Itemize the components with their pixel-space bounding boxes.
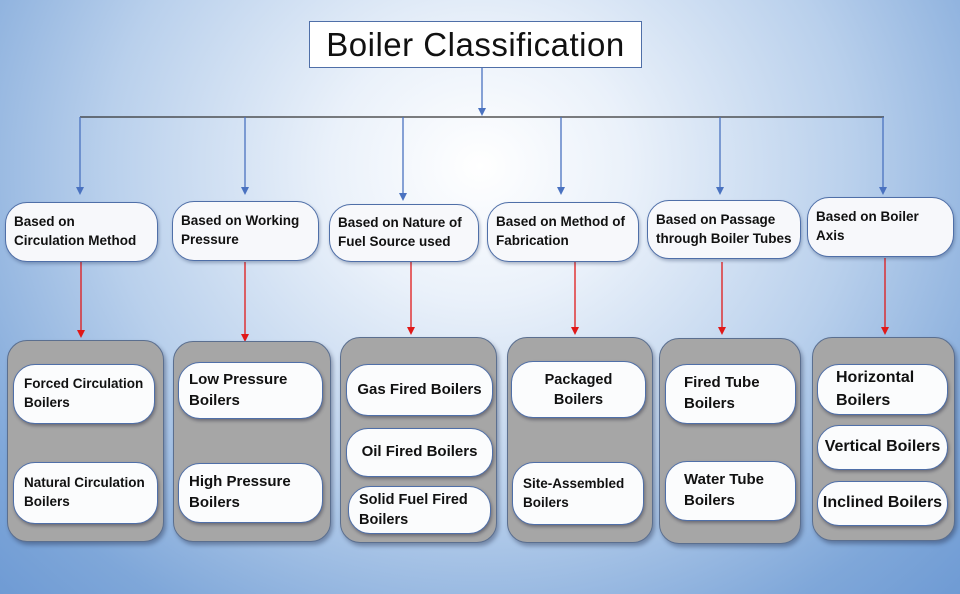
item-gas-fired-boilers: Gas Fired Boilers [346,364,493,416]
item-natural-circulation-boilers: Natural Circulation Boilers [13,462,158,524]
item-inclined-boilers: Inclined Boilers [817,481,948,526]
item-fired-tube-boilers: Fired Tube Boilers [665,364,796,424]
category-circulation-method: Based on Circulation Method [5,202,158,262]
category-working-pressure: Based on Working Pressure [172,201,319,261]
item-water-tube-boilers: Water Tube Boilers [665,461,796,521]
category-fabrication-method: Based on Method of Fabrication [487,202,639,262]
item-horizontal-boilers: Horizontal Boilers [817,364,948,415]
diagram-title: Boiler Classification [309,21,642,68]
item-low-pressure-boilers: Low Pressure Boilers [178,362,323,419]
item-high-pressure-boilers: High Pressure Boilers [178,463,323,523]
category-fuel-source: Based on Nature of Fuel Source used [329,204,479,262]
item-forced-circulation-boilers: Forced Circulation Boilers [13,364,155,424]
item-oil-fired-boilers: Oil Fired Boilers [346,428,493,477]
category-boiler-tubes: Based on Passage through Boiler Tubes [647,200,801,259]
item-site-assembled-boilers: Site-Assembled Boilers [512,462,644,525]
item-solid-fuel-fired-boilers: Solid Fuel Fired Boilers [348,486,491,534]
item-packaged-boilers: Packaged Boilers [511,361,646,418]
category-boiler-axis: Based on Boiler Axis [807,197,954,257]
item-vertical-boilers: Vertical Boilers [817,425,948,470]
